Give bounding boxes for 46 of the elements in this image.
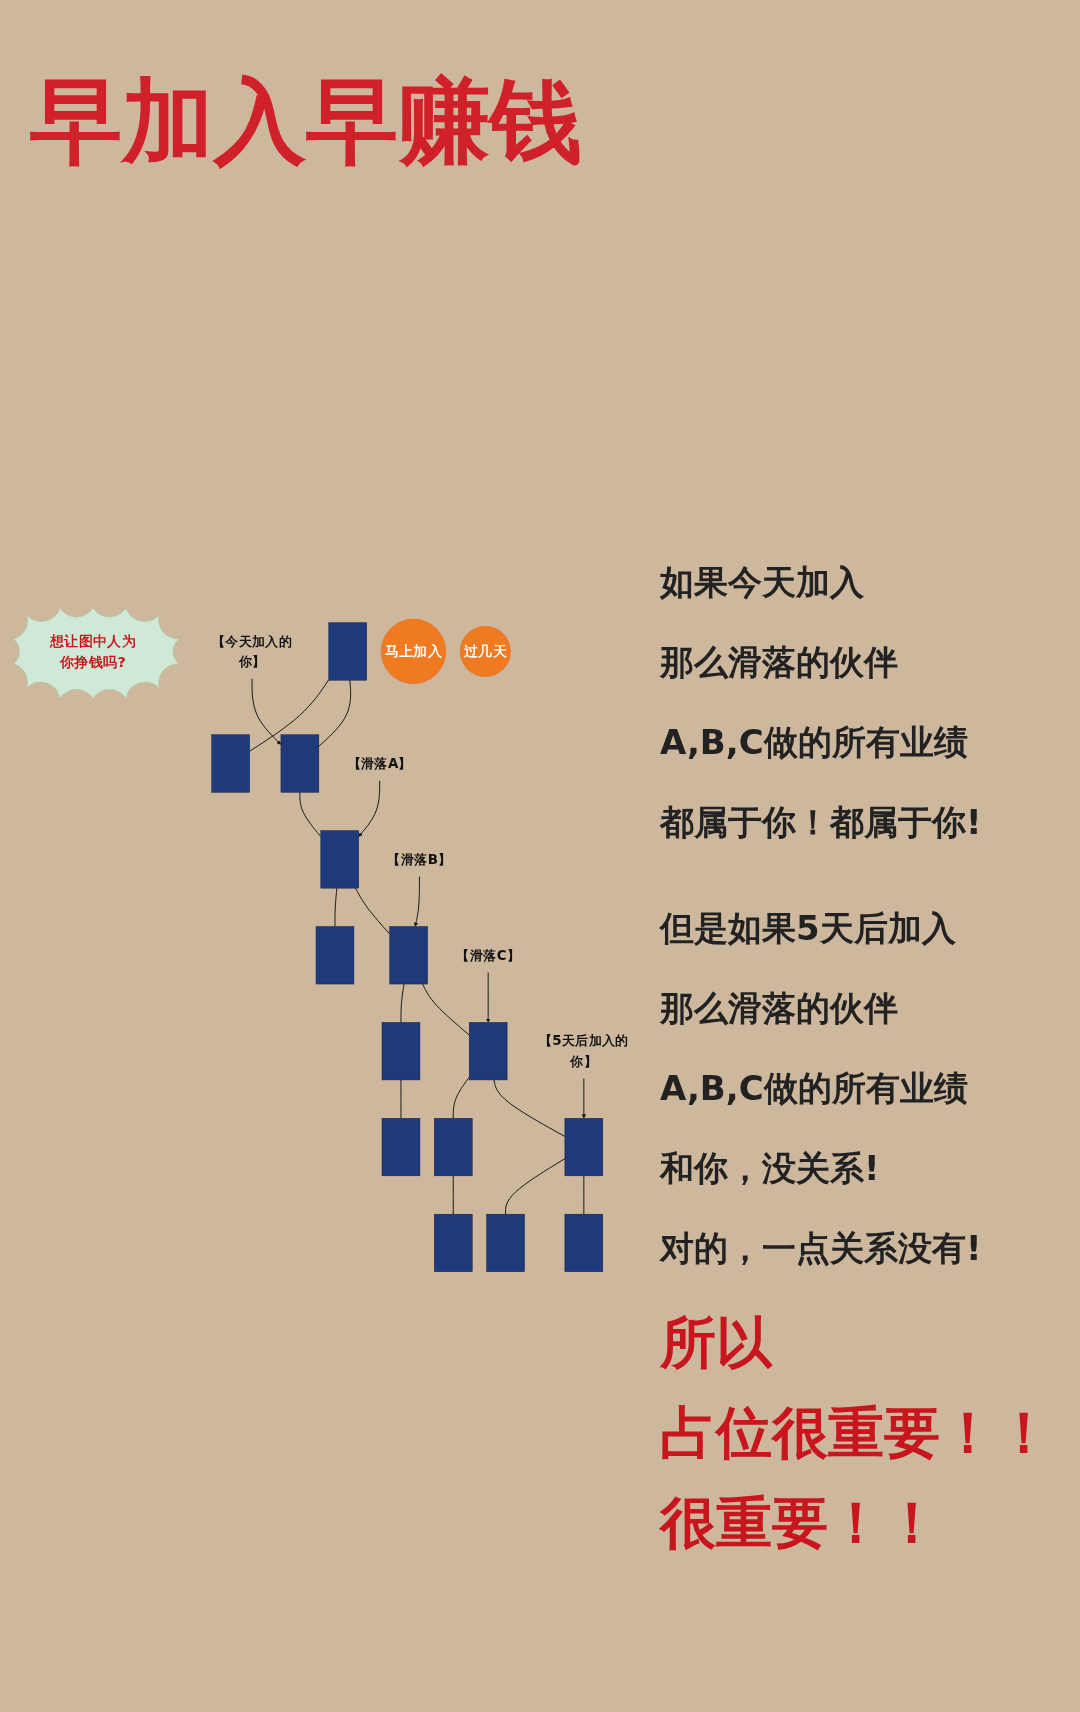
- connector: [299, 791, 322, 838]
- connector: [400, 983, 405, 1023]
- connector: [505, 1158, 566, 1215]
- emphasis-text: 所以: [660, 1309, 774, 1377]
- note-text: A,B,C做的所有业绩: [660, 1067, 969, 1110]
- node-text: 【滑落C】: [456, 947, 520, 963]
- emphasis-text: 占位很重要！！: [660, 1399, 1053, 1467]
- node-circle: 马上加入: [380, 618, 446, 685]
- note-text: A,B,C做的所有业绩: [660, 721, 969, 764]
- connector: [354, 887, 391, 935]
- note-text: 都属于你！都属于你!: [660, 801, 983, 844]
- connector: [400, 1079, 402, 1119]
- emphasis-text: 很重要！！: [660, 1489, 941, 1557]
- node-person: [381, 1118, 421, 1177]
- node-person: [315, 926, 355, 985]
- connector: [493, 1079, 566, 1137]
- node-person: [434, 1118, 473, 1177]
- note-text: 如果今天加入: [660, 561, 865, 604]
- note-text: 和你，没关系!: [660, 1147, 881, 1190]
- node-person: [320, 830, 359, 889]
- note-text: 但是如果5天后加入: [660, 907, 957, 950]
- node-person: [469, 1022, 508, 1081]
- node-person: [564, 1118, 604, 1177]
- connector: [583, 1175, 585, 1215]
- node-circle: 过几天: [459, 626, 511, 677]
- note-text: 那么滑落的伙伴: [660, 987, 899, 1030]
- node-person: [486, 1213, 525, 1272]
- connector: [318, 679, 352, 747]
- node-person: [381, 1022, 421, 1081]
- connector: [334, 887, 338, 927]
- note-text: 对的，一点关系没有!: [660, 1227, 983, 1270]
- connector: [452, 1175, 454, 1215]
- node-person: [280, 734, 320, 793]
- node-person: [434, 1213, 473, 1272]
- connector: [422, 983, 470, 1036]
- node-text: 【滑落A】: [347, 755, 412, 772]
- connector: [452, 1076, 470, 1119]
- title: 早加入早赚钱: [30, 67, 582, 177]
- node-text: 【今天加入的你】: [211, 633, 293, 670]
- node-text: 【5天后加入的你】: [538, 1032, 629, 1069]
- node-person: [211, 734, 250, 793]
- node-person: [328, 622, 367, 681]
- node-person: [564, 1213, 604, 1272]
- note-text: 那么滑落的伙伴: [660, 641, 899, 684]
- node-text: 【滑落B】: [387, 851, 452, 868]
- node-person: [389, 926, 428, 985]
